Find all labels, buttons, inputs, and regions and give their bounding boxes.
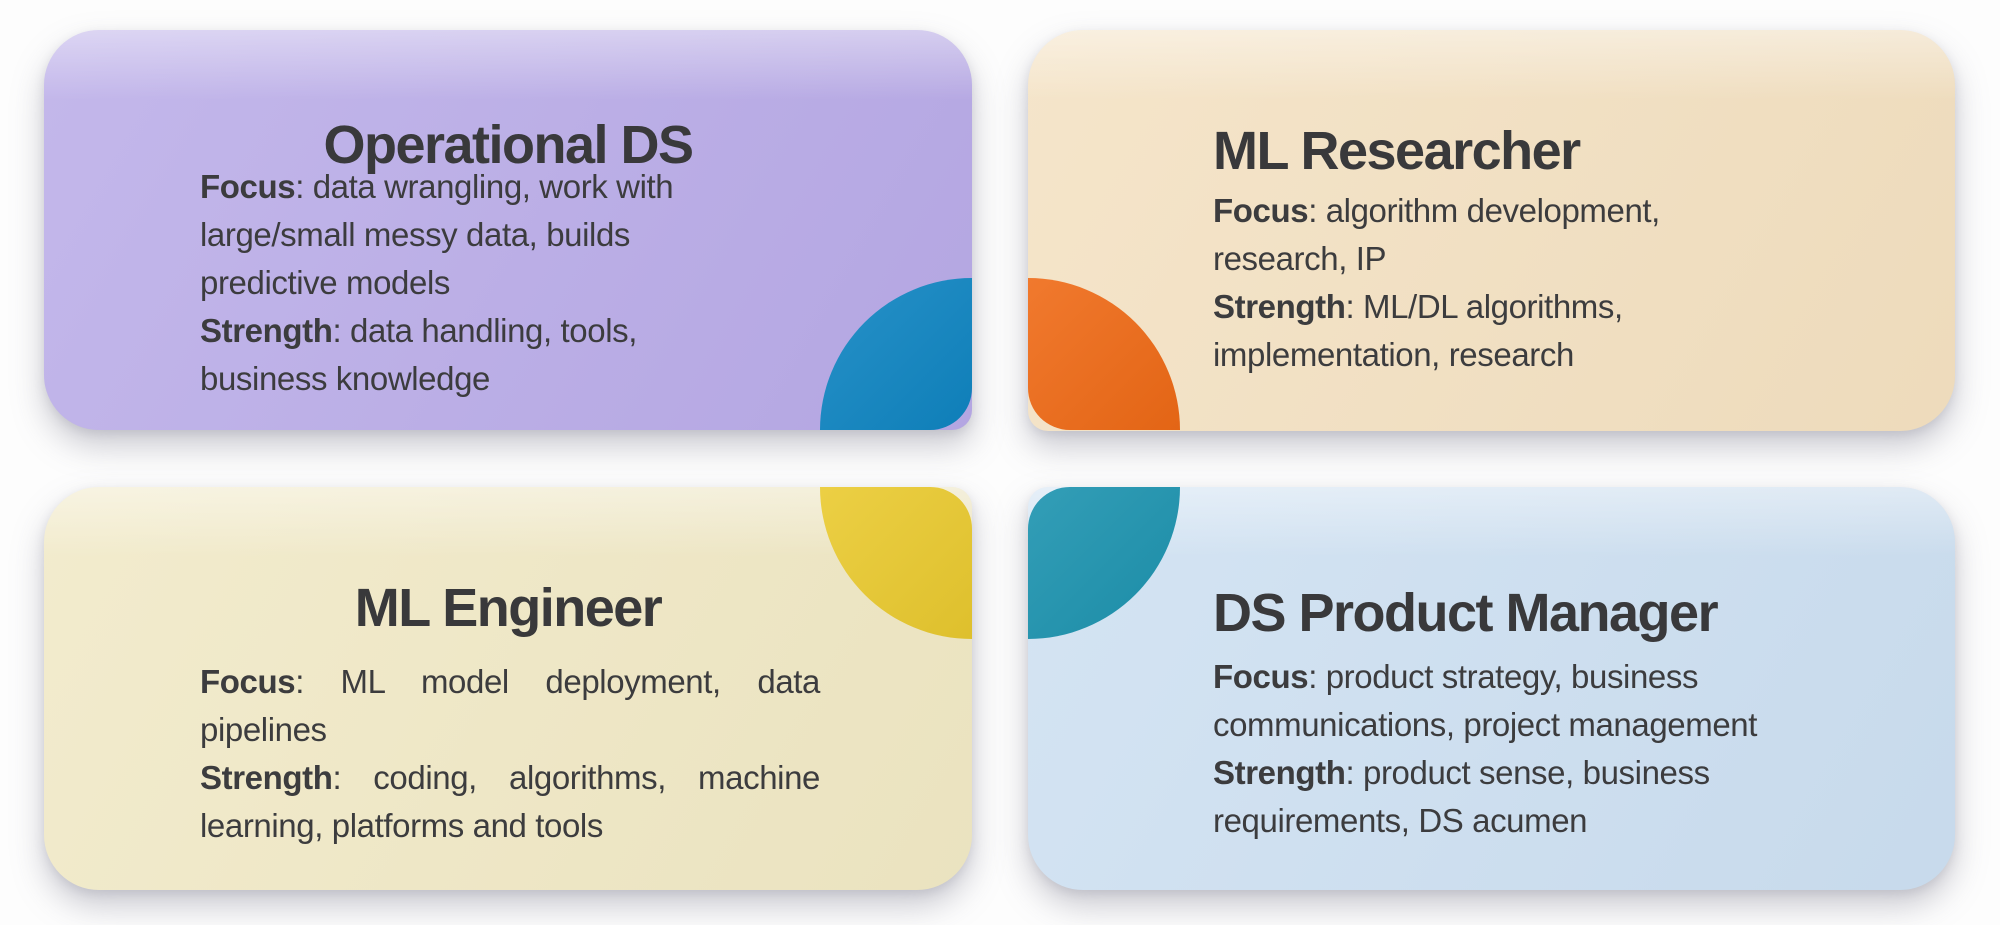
blue-petal-shape — [820, 278, 972, 430]
strength-entry: Strength: product sense, business requir… — [1213, 749, 1793, 845]
focus-label: Focus — [200, 663, 296, 700]
strength-label: Strength — [1213, 288, 1346, 325]
focus-entry: Focus: product strategy, business commun… — [1213, 653, 1793, 749]
card-ds-product-manager: DS Product Manager Focus: product strate… — [1028, 487, 1955, 890]
card-ml-engineer: ML Engineer Focus: ML model deployment, … — [44, 487, 972, 890]
focus-text: : algorithm development, research, IP — [1213, 192, 1660, 277]
focus-text: : data wrangling, work with large/small … — [200, 168, 674, 301]
card-ml-researcher: ML Researcher Focus: algorithm developme… — [1028, 30, 1955, 431]
card-title-operational-ds: Operational DS — [323, 114, 694, 175]
strength-text: : coding, algorithms, machine learning, … — [200, 759, 820, 844]
focus-text: : product strategy, business communicati… — [1213, 658, 1758, 743]
strength-text: : ML/DL algorithms, implementation, rese… — [1213, 288, 1623, 373]
card-body-ml-researcher: Focus: algorithm development, research, … — [1213, 187, 1733, 379]
strength-label: Strength — [200, 759, 333, 796]
strength-label: Strength — [1213, 754, 1346, 791]
focus-entry: Focus: algorithm development, research, … — [1213, 187, 1733, 283]
focus-label: Focus — [1213, 192, 1309, 229]
card-title-ml-researcher: ML Researcher — [1213, 120, 1581, 181]
card-title-ds-product-manager: DS Product Manager — [1213, 582, 1719, 643]
strength-label: Strength — [200, 312, 333, 349]
focus-label: Focus — [200, 168, 296, 205]
card-body-operational-ds: Focus: data wrangling, work with large/s… — [200, 163, 760, 403]
focus-label: Focus — [1213, 658, 1309, 695]
focus-entry: Focus: ML model deployment, data pipelin… — [200, 658, 820, 754]
card-operational-ds: Operational DS Focus: data wrangling, wo… — [44, 30, 972, 430]
card-title-ml-engineer: ML Engineer — [354, 577, 663, 638]
strength-entry: Strength: data handling, tools, business… — [200, 307, 760, 403]
strength-entry: Strength: coding, algorithms, machine le… — [200, 754, 820, 850]
strength-text: : product sense, business requirements, … — [1213, 754, 1710, 839]
card-body-ds-product-manager: Focus: product strategy, business commun… — [1213, 653, 1793, 845]
card-body-ml-engineer: Focus: ML model deployment, data pipelin… — [200, 658, 820, 850]
strength-text: : data handling, tools, business knowled… — [200, 312, 637, 397]
focus-text: : ML model deployment, data pipelines — [200, 663, 820, 748]
focus-entry: Focus: data wrangling, work with large/s… — [200, 163, 760, 307]
strength-entry: Strength: ML/DL algorithms, implementati… — [1213, 283, 1733, 379]
